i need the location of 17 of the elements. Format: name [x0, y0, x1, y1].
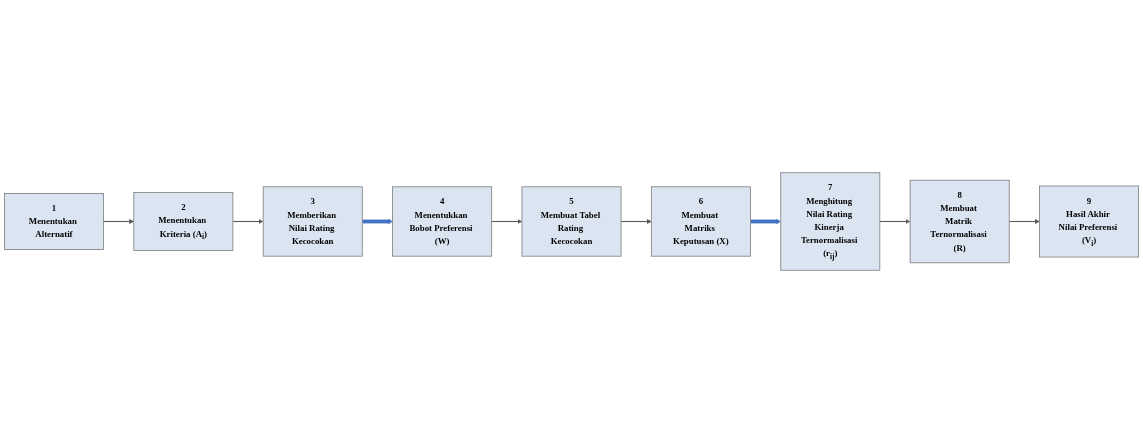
node-box: 2 Menentukan Kriteria (A$_{i}$) [133, 192, 234, 251]
arrow [232, 219, 264, 224]
node-box: 1 Menentukan Alternatif [4, 193, 104, 250]
arrow [879, 219, 911, 224]
node-box: 9 Hasil Akhir Nilai Preferensi (V$_{i}$) [1039, 185, 1139, 258]
node-box: 8 Membuat Matrik Ternormalisasi (R) [909, 179, 1010, 264]
node-box: 6 Membuat Matriks Keputusan (X) [650, 186, 751, 257]
arrow [1008, 219, 1040, 224]
arrow [620, 219, 652, 224]
arrow [491, 219, 523, 224]
arrow [102, 219, 134, 224]
arrow [362, 219, 393, 224]
node-box: 3 Memberikan Nilai Rating Kecocokan [262, 186, 363, 257]
arrow [750, 219, 781, 224]
node-box: 4 Menentukkan Bobot Preferensi (W) [392, 186, 493, 257]
node-box: 7 Menghitung Nilai Rating Kinerja Ternormalisasi (r$_{ij}$) [780, 172, 881, 271]
node-box: 5 Membuat Tabel Rating Kecocokan [521, 186, 622, 257]
